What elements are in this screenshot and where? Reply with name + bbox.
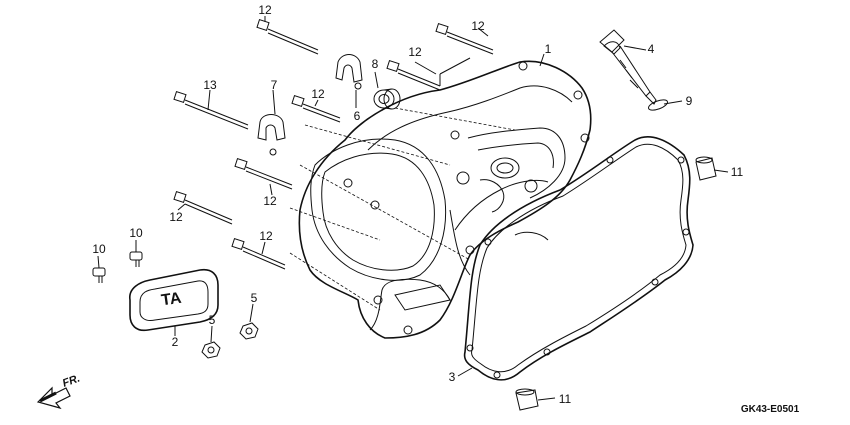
callout-label: 3 (449, 370, 456, 384)
callout-label: 8 (372, 57, 379, 71)
callout-label: 10 (129, 226, 143, 240)
dowel-pin (515, 388, 539, 411)
diagram-code: GK43-E0501 (741, 404, 800, 415)
bolt-group (173, 19, 494, 270)
leader-lines (97, 16, 729, 401)
bolt (435, 23, 494, 55)
bolt (386, 60, 441, 91)
callout-labels: 12 12 1 4 8 12 13 7 12 6 9 11 12 12 10 1… (92, 3, 743, 406)
callout-label: 13 (203, 78, 217, 92)
callout-label: 4 (648, 42, 655, 56)
callout-label: 12 (169, 210, 183, 224)
callout-label: 12 (311, 87, 325, 101)
callout-label: 12 (263, 194, 277, 208)
callout-label: 12 (408, 45, 422, 59)
screw (92, 267, 106, 283)
screw (129, 251, 143, 267)
clamp-6 (335, 54, 363, 90)
callout-label: 5 (209, 313, 216, 327)
crankcase-cover (289, 60, 592, 339)
callout-label: 12 (471, 19, 485, 33)
callout-label: 7 (271, 78, 278, 92)
bolt (173, 191, 233, 225)
clamp-7 (257, 114, 286, 156)
callout-label: 9 (686, 94, 693, 108)
callout-label: 6 (354, 109, 361, 123)
front-direction-arrow: FR. (36, 372, 82, 410)
callout-label: 2 (172, 335, 179, 349)
dowel-pin (695, 156, 717, 181)
o-ring (648, 99, 668, 111)
emblem-plate: TA (129, 268, 219, 332)
oil-seal (373, 88, 401, 110)
gasket (463, 136, 694, 381)
bolt (231, 238, 286, 270)
bolt (234, 158, 293, 190)
nut (201, 341, 221, 359)
bolt (173, 91, 249, 130)
callout-label: 1 (545, 42, 552, 56)
direction-label: FR. (61, 372, 82, 389)
bolt (256, 19, 319, 55)
nut (239, 322, 259, 340)
callout-label: 11 (731, 165, 744, 179)
oil-filler-cap (599, 29, 657, 105)
emblem-text: TA (160, 290, 183, 310)
bolt (291, 95, 341, 123)
callout-label: 12 (259, 229, 273, 243)
callout-label: 10 (92, 242, 106, 256)
callout-label: 5 (251, 291, 258, 305)
callout-label: 12 (258, 3, 272, 17)
callout-label: 11 (559, 392, 572, 406)
